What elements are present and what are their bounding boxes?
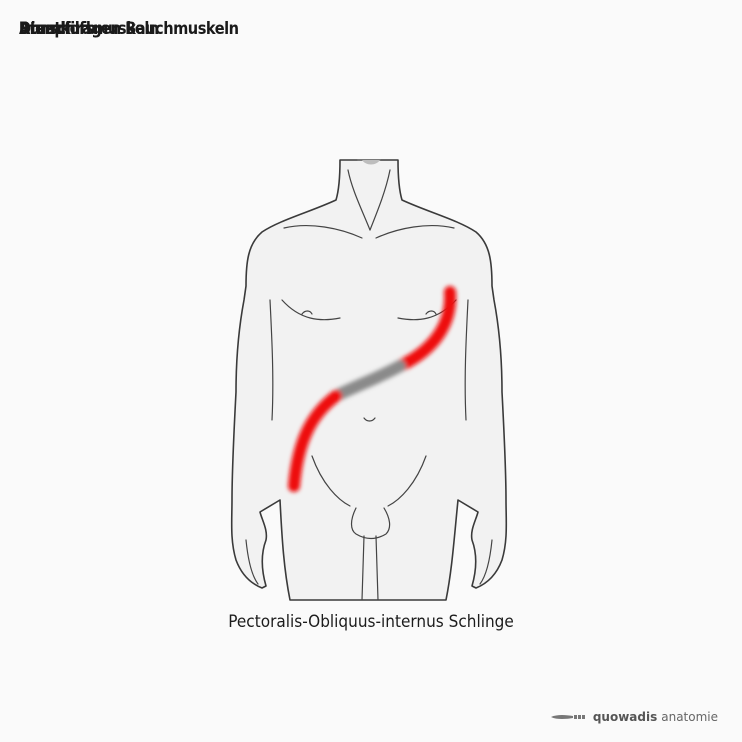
page-title-stack: Atemhilfsmuskeln Die schrägen Bauchmuske…: [19, 19, 279, 41]
body-details: [245, 159, 493, 601]
tendon-segment: [330, 360, 406, 402]
pectoralis-segment: [394, 286, 457, 372]
brand-logo: quowadis anatomie: [550, 708, 718, 726]
brand-name-regular: anatomie: [661, 710, 718, 724]
figure-caption: Pectoralis-Obliquus-internus Schlinge: [228, 612, 514, 632]
scalpel-icon: [550, 715, 585, 719]
brand-name-bold: quowadis: [592, 710, 658, 724]
page-title-1: Atemhilfsmuskeln: [19, 19, 159, 39]
obliquus-internus-segment: [288, 390, 342, 492]
page-title-4: Rumpf: [19, 19, 71, 39]
page-title-2: Die schrägen Bauchmuskeln: [19, 19, 239, 39]
muscle-sling: [288, 286, 457, 492]
page-title-3: Brustkorb: [19, 19, 96, 39]
chin-shape: [362, 160, 380, 165]
